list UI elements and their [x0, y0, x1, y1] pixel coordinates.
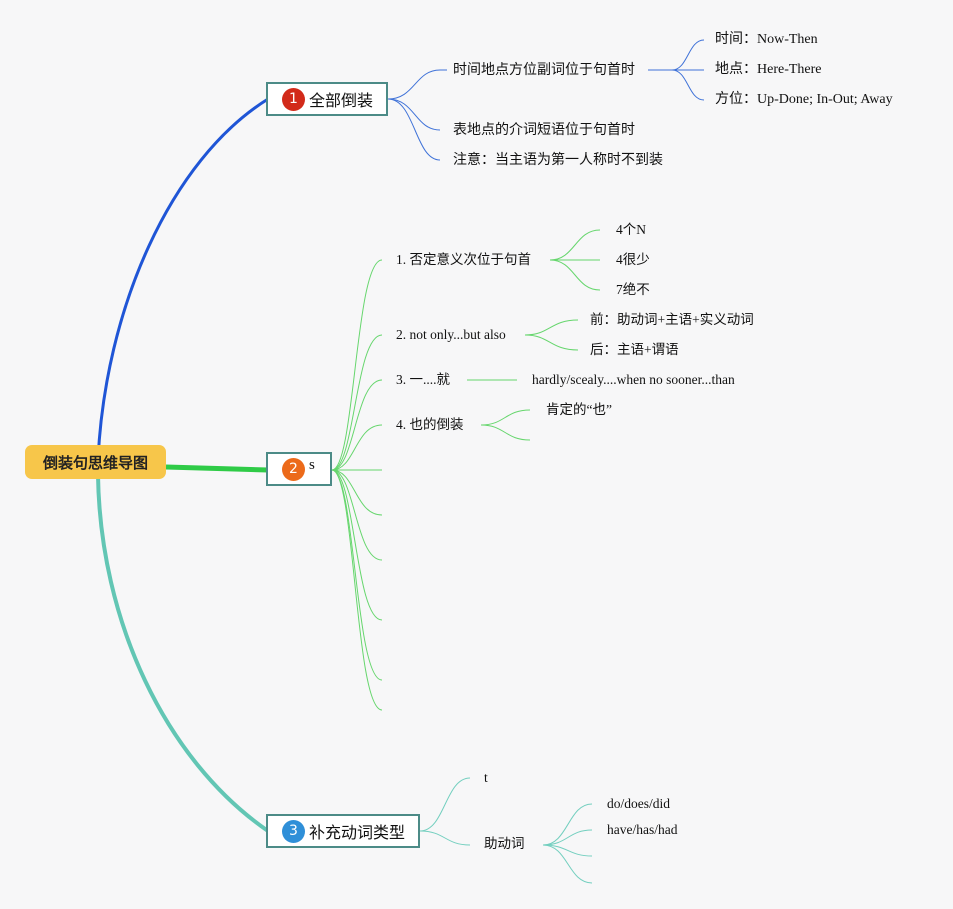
- node-have-has-had[interactable]: have/has/had: [607, 822, 678, 837]
- connector-root-branch2: [165, 464, 269, 473]
- branch2-connectors: [331, 229, 601, 711]
- node-yi-jiu[interactable]: 3. 一....就: [396, 372, 450, 387]
- node-time[interactable]: 时间：Now-Then: [715, 32, 818, 47]
- node-prep-phrase[interactable]: 表地点的介词短语位于句首时: [453, 122, 635, 138]
- node-hardly[interactable]: hardly/scealy....when no sooner...than: [532, 372, 735, 387]
- node-auxiliary-verb[interactable]: 助动词: [484, 836, 525, 852]
- node-ye-inversion[interactable]: 4. 也的倒装: [396, 417, 464, 432]
- node-4few[interactable]: 4很少: [616, 252, 650, 267]
- branch3-topic[interactable]: 3 补充动词类型: [266, 814, 420, 848]
- branch1-connectors: [387, 39, 705, 161]
- connector-root-branch1: [96, 97, 269, 461]
- node-7never[interactable]: 7绝不: [616, 282, 650, 297]
- node-negative-meaning[interactable]: 1. 否定意义次位于句首: [396, 252, 531, 267]
- badge-number-1: 1: [282, 87, 305, 111]
- badge-number-3: 3: [282, 819, 305, 843]
- connector-root-branch3: [96, 474, 270, 833]
- node-direction[interactable]: 方位：Up-Done; In-Out; Away: [715, 92, 893, 107]
- node-not-only[interactable]: 2. not only...but also: [396, 327, 506, 342]
- node-affirmative-ye[interactable]: 肯定的“也”: [546, 402, 612, 417]
- branch1-label: 全部倒装: [309, 91, 374, 110]
- node-place[interactable]: 地点：Here-There: [715, 62, 822, 77]
- node-note[interactable]: 注意：当主语为第一人称时不到装: [453, 152, 663, 168]
- branch3-connectors: [419, 777, 593, 884]
- badge-number-2: 2: [282, 457, 305, 481]
- node-back[interactable]: 后：主语+谓语: [590, 342, 679, 357]
- branch1-topic[interactable]: 1 全部倒装: [266, 82, 388, 116]
- root-topic[interactable]: 倒装句思维导图: [25, 445, 166, 479]
- node-time-place-adverbs[interactable]: 时间地点方位副词位于句首时: [453, 62, 635, 78]
- branch3-label: 补充动词类型: [309, 823, 406, 842]
- node-t[interactable]: t: [484, 770, 488, 785]
- node-front[interactable]: 前：助动词+主语+实义动词: [590, 312, 754, 327]
- node-4n[interactable]: 4个N: [616, 222, 646, 237]
- branch2-topic[interactable]: 2 s: [266, 452, 332, 486]
- node-do-does-did[interactable]: do/does/did: [607, 796, 670, 811]
- branch2-label: s: [309, 456, 315, 473]
